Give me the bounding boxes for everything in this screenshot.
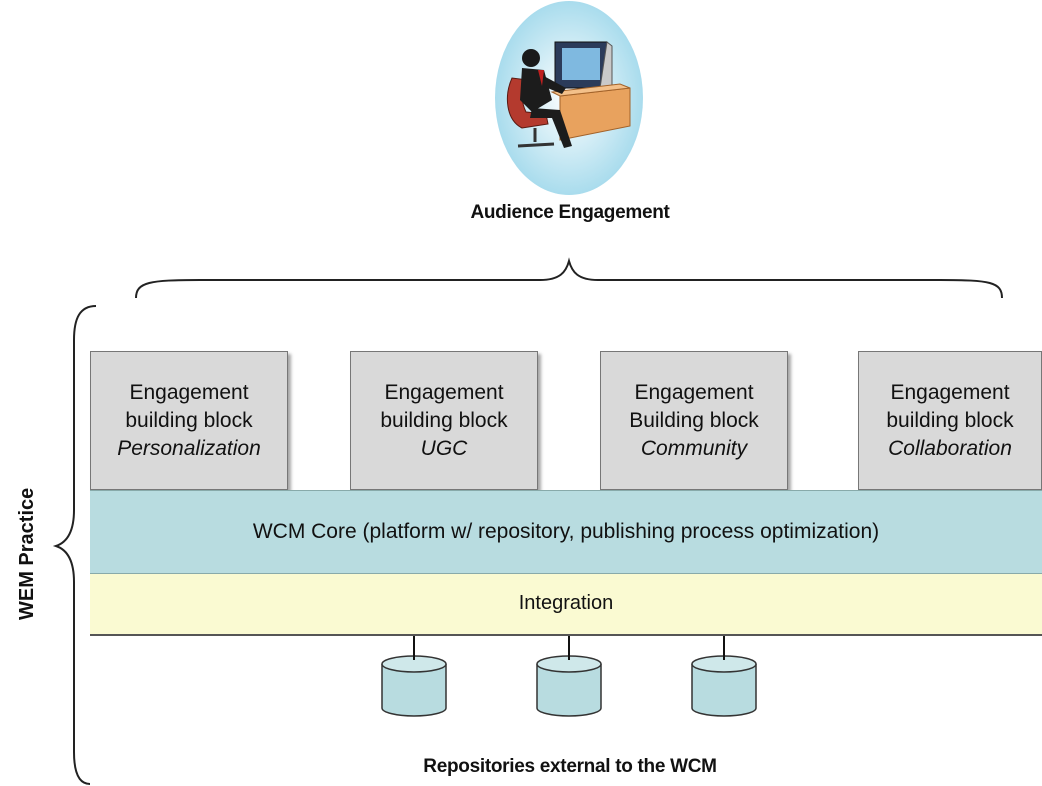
person-at-computer-icon xyxy=(495,1,643,195)
block-name: Collaboration xyxy=(888,436,1012,460)
block-name: Personalization xyxy=(117,436,261,460)
integration-layer: Integration xyxy=(90,574,1042,636)
block-line2: building block xyxy=(380,408,508,432)
left-brace xyxy=(52,305,97,785)
repositories-caption: Repositories external to the WCM xyxy=(423,756,717,777)
wem-practice-label: WEM Practice xyxy=(16,487,38,620)
repository-cylinder-2 xyxy=(536,620,602,717)
block-line2: building block xyxy=(886,408,1014,432)
top-brace xyxy=(135,257,1003,299)
building-block-personalization: Engagement building block Personalizatio… xyxy=(90,351,288,490)
block-line1: Engagement xyxy=(634,380,754,404)
block-line1: Engagement xyxy=(890,380,1010,404)
building-block-ugc: Engagement building block UGC xyxy=(350,351,538,490)
block-line1: Engagement xyxy=(129,380,249,404)
repository-cylinder-1 xyxy=(381,620,447,717)
block-line2: Building block xyxy=(629,408,759,432)
audience-engagement-title: Audience Engagement xyxy=(470,202,670,223)
wcm-core-layer: WCM Core (platform w/ repository, publis… xyxy=(90,490,1042,574)
block-line2: building block xyxy=(125,408,253,432)
building-block-collaboration: Engagement building block Collaboration xyxy=(858,351,1042,490)
block-name: Community xyxy=(640,436,748,460)
block-line1: Engagement xyxy=(384,380,504,404)
block-name: UGC xyxy=(420,436,468,460)
building-block-community: Engagement Building block Community xyxy=(600,351,788,490)
